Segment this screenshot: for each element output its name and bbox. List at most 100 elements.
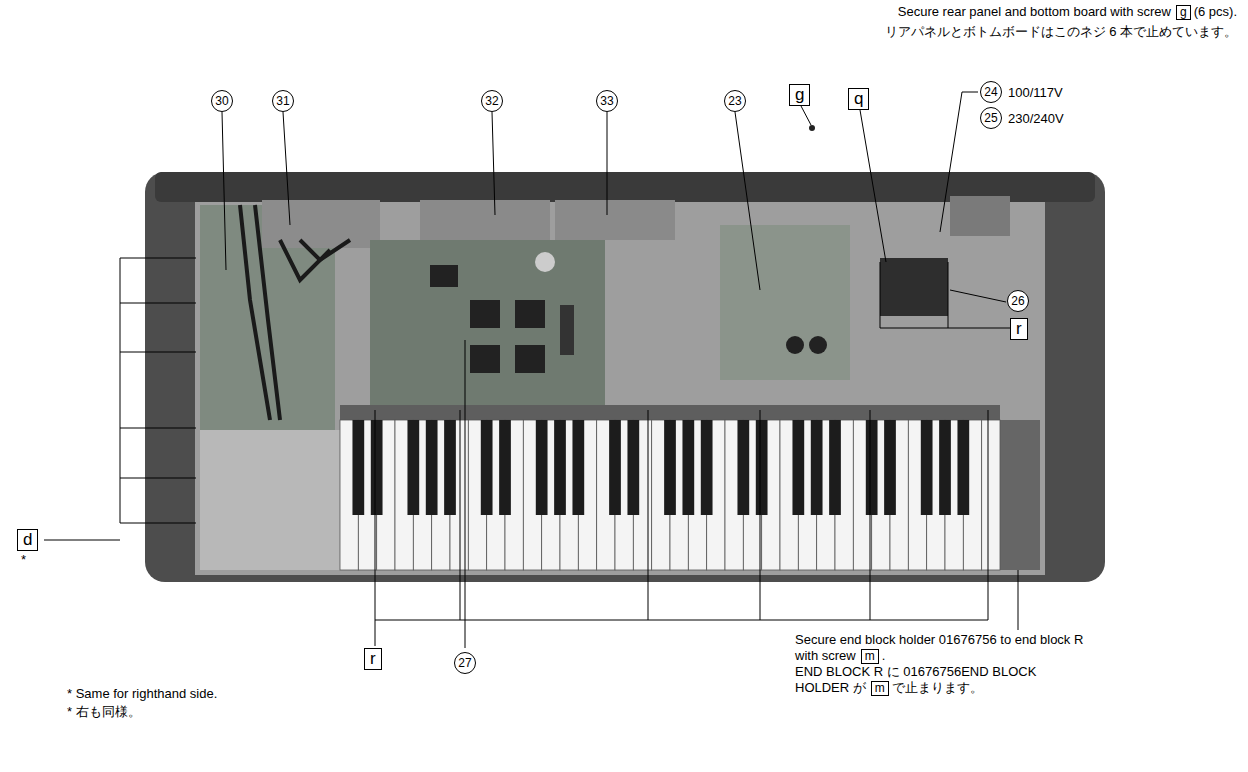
screw-letter: g (1176, 5, 1191, 20)
note-text: Secure rear panel and bottom board with … (898, 4, 1171, 19)
chip (470, 345, 500, 373)
black-key (627, 420, 639, 515)
callout-letter: d (17, 529, 38, 551)
black-key (756, 420, 768, 515)
leader-line (375, 410, 376, 646)
leader-line (283, 112, 290, 225)
callout-number: 30 (211, 90, 233, 112)
black-key (444, 420, 456, 515)
note-text: Secure rear panel and bottom board with … (898, 4, 1240, 20)
black-key (792, 420, 804, 515)
chip (560, 305, 574, 355)
voltage-board (950, 196, 1010, 236)
chip (430, 265, 458, 287)
black-key (609, 420, 621, 515)
callout-number: 26 (1007, 290, 1029, 312)
white-key (982, 420, 1000, 570)
end-block (1000, 420, 1040, 570)
screw-letter: m (861, 649, 879, 664)
leader-line (1018, 570, 1019, 630)
callout-letter: r (1010, 318, 1028, 340)
leader-line (120, 478, 196, 479)
note-text: リアパネルとボトムボードはこのネジ 6 本で止めています。 (885, 24, 1237, 39)
leader-line (948, 262, 949, 328)
screw (809, 125, 815, 131)
black-key (554, 420, 566, 515)
cable (255, 205, 280, 420)
leader-line (222, 112, 226, 270)
capacitor (809, 336, 827, 354)
leader-line (950, 290, 1006, 302)
leader-line (120, 428, 196, 429)
black-key (499, 420, 511, 515)
leader-line (940, 92, 978, 232)
black-key (939, 420, 951, 515)
note-text: で止まります。 (892, 680, 983, 695)
black-key (957, 420, 969, 515)
voltage-label: 100/117V (1007, 85, 1064, 100)
black-key (536, 420, 548, 515)
midi-board (555, 200, 675, 240)
chip (515, 300, 545, 328)
leader-line (760, 410, 761, 620)
callout-number: 24 (980, 81, 1002, 103)
output-board (420, 200, 550, 240)
note-mark: * (20, 552, 27, 567)
leader-line (44, 540, 120, 541)
leader-line (860, 110, 886, 262)
callout-number: 32 (481, 90, 503, 112)
chip (515, 345, 545, 373)
black-key (426, 420, 438, 515)
black-key (921, 420, 933, 515)
battery (535, 252, 555, 272)
note-text: (6 pcs). (1194, 4, 1237, 19)
black-key (664, 420, 676, 515)
leader-line (120, 258, 196, 259)
leader-line (648, 410, 649, 620)
black-key (371, 420, 383, 515)
leader-line (880, 262, 1010, 328)
callout-letter: q (848, 88, 869, 110)
black-key (866, 420, 878, 515)
note-text: Secure end block holder 01676756 to end … (795, 632, 1085, 696)
leader-line (801, 106, 811, 125)
black-key (407, 420, 419, 515)
transformer (880, 258, 948, 316)
note-text: . (882, 648, 886, 663)
leader-line (460, 410, 461, 620)
black-key (701, 420, 713, 515)
leader-line (375, 620, 988, 621)
leader-line (120, 303, 196, 304)
leader-line (735, 112, 760, 290)
note-text: END BLOCK R に 01676756END BLOCK HOLDER が… (795, 664, 1085, 696)
black-key (572, 420, 584, 515)
callout-number: 23 (724, 90, 746, 112)
note-text: * Same for righthand side. (66, 686, 218, 701)
black-key (884, 420, 896, 515)
callout-number: 31 (272, 90, 294, 112)
main-board (370, 240, 605, 415)
black-key (481, 420, 493, 515)
screw-letter: m (871, 681, 889, 696)
note-text: * 右も同様。 (66, 704, 142, 719)
voltage-label: 230/240V (1007, 111, 1065, 126)
bottom-board (195, 200, 1045, 575)
callout-number: 27 (454, 652, 476, 674)
power-board (720, 225, 850, 380)
cable (280, 240, 330, 280)
casing (145, 172, 1105, 582)
leader-line (120, 523, 196, 524)
leader-line (607, 112, 608, 215)
leader-line (988, 410, 989, 620)
chip (470, 300, 500, 328)
note-text: リアパネルとボトムボードはこのネジ 6 本で止めています。 (885, 24, 1240, 40)
callout-letter: g (789, 84, 810, 106)
capacitor (786, 336, 804, 354)
black-key (737, 420, 749, 515)
black-key (352, 420, 364, 515)
note-text: Secure end block holder 01676756 to end … (795, 632, 1083, 663)
black-key (829, 420, 841, 515)
callout-number: 25 (980, 107, 1002, 129)
note-text: Secure end block holder 01676756 to end … (795, 632, 1085, 664)
